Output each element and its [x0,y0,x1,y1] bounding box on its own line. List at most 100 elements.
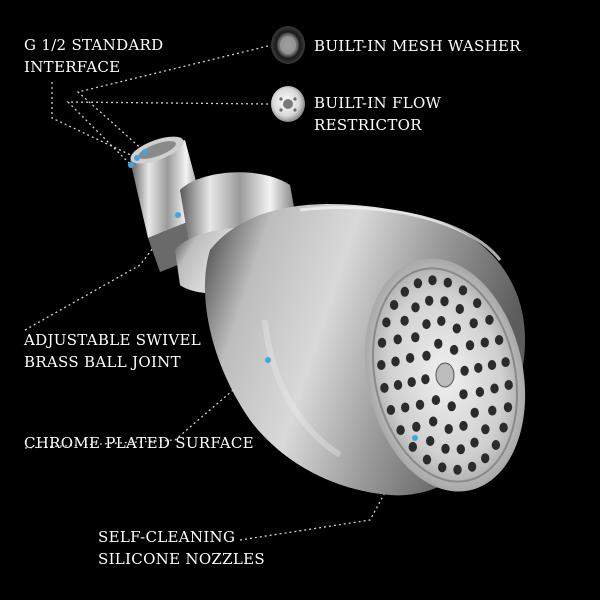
marker-dots [128,149,418,441]
nozzle [407,377,416,388]
nozzle [501,357,510,368]
nozzle [422,319,431,330]
nozzle [460,365,469,376]
nozzle [488,405,497,416]
nozzle [437,316,446,326]
nozzle [421,374,430,385]
label-mesh-washer-line1: BUILT-IN MESH WASHER [314,37,521,55]
label-chrome: CHROME PLATED SURFACE [24,432,254,454]
nozzle [422,454,432,465]
nozzle [474,362,483,373]
nozzle [453,464,462,475]
label-mesh-washer: BUILT-IN MESH WASHER [314,35,521,57]
nozzle [412,421,421,432]
nozzle [413,278,423,289]
marker-dot-chrome [265,357,271,363]
nozzle [401,402,410,413]
label-chrome-line1: CHROME PLATED SURFACE [24,434,254,452]
nozzle [443,277,452,288]
nozzle-center-cap [435,362,455,388]
nozzle [459,420,468,431]
label-interface-line2: INTERFACE [24,58,121,76]
nozzle [393,380,403,390]
nozzle [389,300,399,310]
nozzle [438,462,447,473]
nozzle [428,275,437,286]
marker-dot-nozzles [412,435,418,441]
nozzle [382,317,391,328]
nozzle [391,356,400,367]
mesh-washer-icon [271,26,305,64]
nozzle [411,332,420,343]
nozzle [490,383,499,394]
label-swivel-line1: ADJUSTABLE SWIVEL [24,331,201,349]
marker-dot-interface [134,155,140,161]
label-swivel-line2: BRASS BALL JOINT [24,353,181,371]
nozzle [481,424,490,435]
nozzle [396,425,405,436]
leader-line-flow-restrictor [66,101,269,166]
nozzle [405,353,415,363]
nozzle [487,360,497,370]
nozzle [481,453,490,464]
label-flow-restrictor: BUILT-IN FLOW RESTRICTOR [314,92,441,136]
nozzle [467,461,477,472]
nozzle [469,318,478,329]
leader-line-interface [51,82,138,159]
nozzle [429,416,438,427]
nozzle [475,387,485,397]
nozzle [431,395,441,406]
nozzle [504,380,513,390]
marker-dot-flow-restrictor [128,162,134,168]
nozzle [485,314,494,325]
label-nozzles-line1: SELF-CLEANING [98,528,236,546]
nozzle [434,338,443,349]
leader-line-nozzles [239,437,416,541]
nozzle [465,340,475,351]
nozzle [449,344,459,355]
nozzle [458,285,468,296]
nozzle [470,407,479,418]
marker-dot-mesh-washer [142,149,148,155]
nozzle [447,401,456,412]
nozzle [400,286,409,297]
nozzle [380,382,389,393]
label-nozzles: SELF-CLEANING SILICONE NOZZLES [98,526,265,570]
spray-face [364,258,526,492]
nozzle [444,424,453,434]
nozzle [473,298,482,309]
leader-line-mesh-washer [76,45,269,153]
label-flow-restrictor-line1: BUILT-IN FLOW [314,94,442,112]
nozzle [503,402,513,413]
flow-restrictor-icon [271,86,305,122]
label-nozzles-line2: SILICONE NOZZLES [98,550,265,568]
nozzle [415,399,425,410]
nozzle [393,334,402,345]
nozzle [499,422,508,433]
nozzle [377,337,387,348]
label-interface-line1: G 1/2 STANDARD [24,36,164,54]
nozzle [425,295,434,306]
nozzle [411,302,420,313]
nozzle [422,350,431,361]
label-flow-restrictor-line2: RESTRICTOR [314,116,422,134]
nozzle [470,437,479,448]
nozzle [459,389,468,400]
nozzle [491,440,501,450]
nozzle [426,436,435,446]
nozzle [441,443,450,454]
nozzle [455,304,464,314]
label-interface: G 1/2 STANDARD INTERFACE [24,34,163,78]
nozzle [408,441,417,452]
nozzle [456,444,465,455]
nozzle [400,315,409,326]
nozzle [386,405,396,415]
label-swivel: ADJUSTABLE SWIVEL BRASS BALL JOINT [24,329,201,373]
marker-dot-swivel [175,212,181,218]
nozzle [494,335,504,345]
nozzle [480,337,489,348]
nozzle [377,360,386,370]
nozzle [452,323,461,334]
